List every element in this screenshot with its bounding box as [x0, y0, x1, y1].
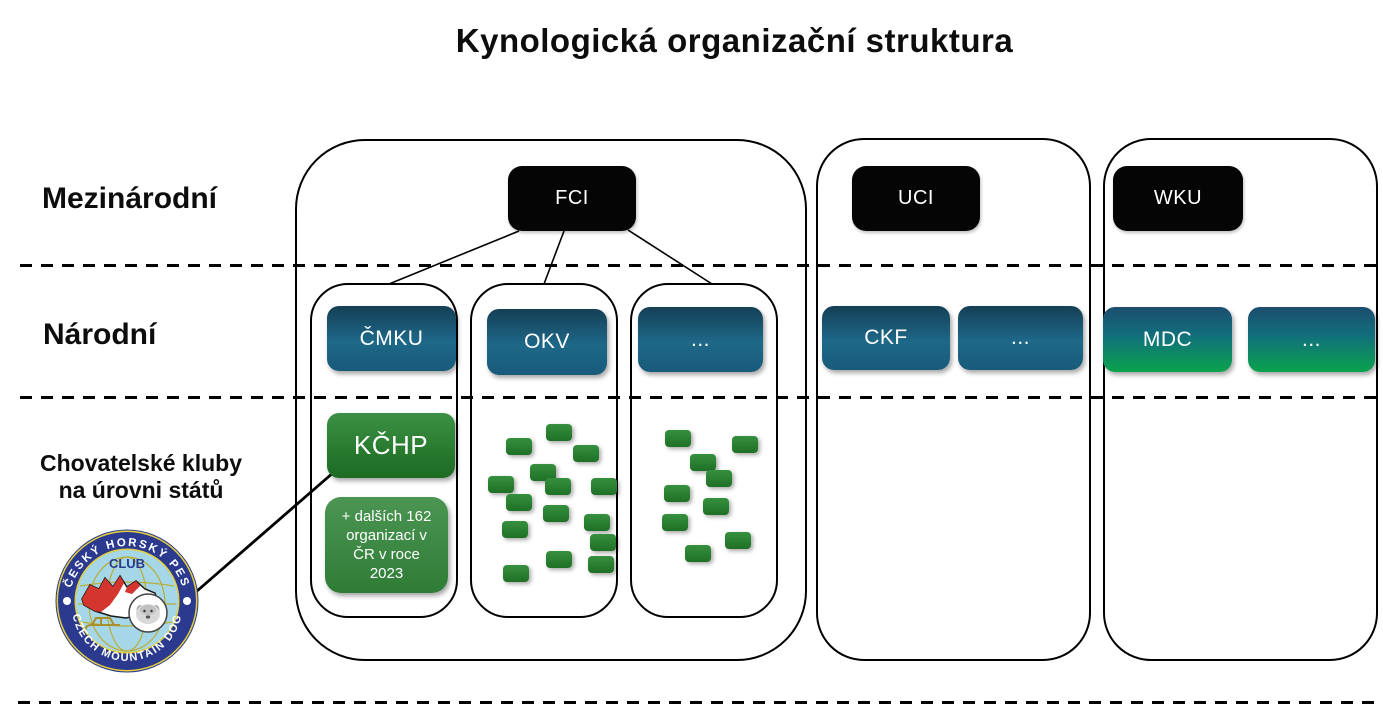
level-label-national: Národní: [43, 318, 157, 351]
separator-national-clubs: [20, 396, 1378, 399]
czech-mountain-dog-logo: ČESKÝ HORSKÝ PES CZECH MOUNTAIN DOG CLUB: [55, 529, 199, 673]
club-marker: [662, 514, 688, 531]
page-title: Kynologická organizační struktura: [455, 22, 1014, 59]
fci-box: FCI: [508, 166, 636, 231]
club-marker: [545, 478, 571, 495]
club-marker: [546, 424, 572, 441]
club-marker: [703, 498, 729, 515]
uci-other-box: ...: [958, 306, 1083, 370]
club-marker: [665, 430, 691, 447]
logo-dog-icon: [136, 604, 160, 624]
level-label-international: Mezinárodní: [42, 182, 218, 215]
club-marker: [584, 514, 610, 531]
note-line: 2023: [369, 565, 404, 582]
club-marker: [690, 454, 716, 471]
logo-club-text: CLUB: [109, 556, 145, 571]
club-marker: [725, 532, 751, 549]
okv-box: OKV: [487, 309, 607, 375]
club-marker: [732, 436, 758, 453]
club-marker: [588, 556, 614, 573]
club-marker: [706, 470, 732, 487]
wku-other-box: ...: [1248, 307, 1375, 372]
club-marker: [488, 476, 514, 493]
logo-czech-map-red-peak: [125, 581, 140, 594]
level-label-clubs-line2: na úrovni států: [58, 477, 224, 503]
fci-other-box: ...: [638, 307, 763, 372]
mdc-box: MDC: [1103, 307, 1232, 372]
club-marker: [543, 505, 569, 522]
separator-bottom: [18, 701, 1383, 704]
ckf-box: CKF: [822, 306, 950, 370]
club-marker: [506, 494, 532, 511]
club-marker: [685, 545, 711, 562]
level-label-clubs-line1: Chovatelské kluby: [40, 450, 242, 476]
club-marker: [502, 521, 528, 538]
club-marker: [530, 464, 556, 481]
kchp-box: KČHP: [327, 413, 455, 478]
club-marker: [503, 565, 529, 582]
club-marker: [590, 534, 616, 551]
cmku-box: ČMKU: [327, 306, 456, 371]
club-marker: [664, 485, 690, 502]
club-marker: [546, 551, 572, 568]
level-label-clubs: Chovatelské kluby na úrovni států: [15, 450, 267, 504]
note-line: ČR v roce: [353, 546, 420, 563]
separator-international-national: [20, 264, 1378, 267]
kchp-note-box: + dalších 162 organizací v ČR v roce 202…: [325, 497, 448, 593]
logo-left-dot: [63, 597, 71, 605]
note-line: organizací v: [346, 527, 427, 544]
club-marker: [573, 445, 599, 462]
wku-box: WKU: [1113, 166, 1243, 231]
logo-right-dot: [183, 597, 191, 605]
club-marker: [506, 438, 532, 455]
logo-sled-icon: [84, 617, 120, 631]
logo-czech-map-red: [82, 576, 124, 612]
uci-box: UCI: [852, 166, 980, 231]
club-marker: [591, 478, 617, 495]
note-line: + dalších 162: [341, 508, 432, 525]
